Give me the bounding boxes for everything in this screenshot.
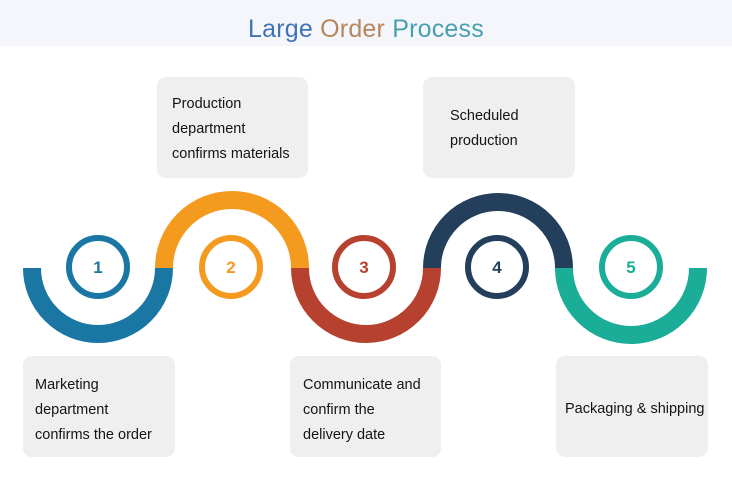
step-2-line-2: department [172,121,246,137]
step-ring-2 [199,235,263,299]
step-card-5: Packaging & shipping [556,356,708,457]
wave-segment-1 [23,267,173,343]
page-title: Large Order Process [248,15,484,43]
step-number-1: 1 [93,258,102,277]
step-3-line-1: Communicate and [303,377,421,393]
step-ring-1 [66,235,130,299]
title-banner: Large Order Process [0,0,732,46]
wave-segment-4 [423,193,573,269]
step-card-3: Communicate and confirm the delivery dat… [290,356,441,457]
step-5-line-1: Packaging & shipping [565,401,705,417]
step-card-4: Scheduled production [423,77,575,178]
step-4-line-2: production [450,133,518,149]
step-2-line-1: Production [172,96,242,112]
wave-segment-3 [291,267,441,343]
step-ring-5 [599,235,663,299]
step-card-1: Marketing department confirms the order [23,356,175,457]
step-2-line-3: confirms materials [172,146,290,162]
step-ring-3 [332,235,396,299]
step-1-line-3: confirms the order [35,427,152,443]
wave-segment-2 [155,191,309,269]
step-1-line-1: Marketing [35,377,99,393]
step-card-2: Production department confirms materials [157,77,308,178]
step-3-line-3: delivery date [303,427,386,443]
title-word-2: Order [320,15,386,43]
step-number-2: 2 [226,258,235,277]
wave-segment-5 [555,267,707,344]
step-4-line-1: Scheduled [450,108,519,124]
step-number-4: 4 [492,258,502,277]
step-ring-4 [465,235,529,299]
step-1-line-2: department [35,402,109,418]
step-number-5: 5 [626,258,635,277]
step-3-line-2: confirm the [303,402,375,418]
step-number-3: 3 [359,258,368,277]
title-word-3: Process [392,15,484,43]
title-word-1: Large [248,15,313,43]
